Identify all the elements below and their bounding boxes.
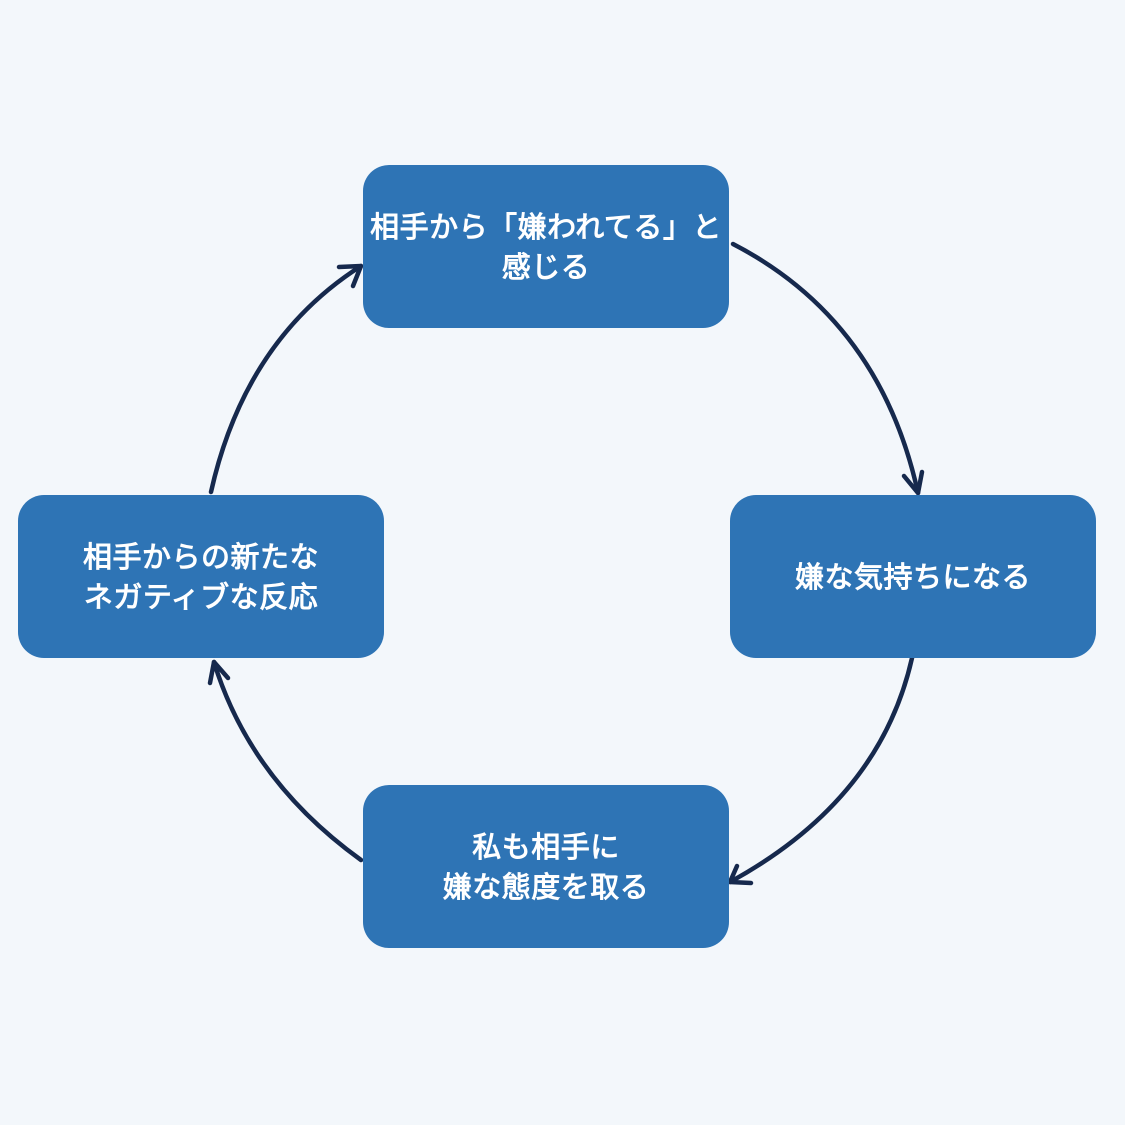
arrow-top-to-right: [730, 241, 921, 496]
cycle-node-bad-attitude: 私も相手に 嫌な態度を取る: [363, 785, 729, 948]
arrowhead-bottom-to-left: [207, 659, 231, 686]
node-label-line: 嫌な態度を取る: [442, 869, 650, 904]
node-label-line: 相手から「嫌われてる」と: [370, 209, 722, 244]
cycle-node-feel-disliked: 相手から「嫌われてる」と 感じる: [363, 165, 729, 328]
node-label-line: 感じる: [501, 249, 591, 284]
arrow-bottom-to-left: [211, 659, 364, 863]
node-label-line: 私も相手に: [472, 829, 620, 864]
arrowhead-top-to-right: [901, 469, 925, 496]
arrow-left-to-top: [208, 263, 364, 495]
node-label-line: 相手からの新たな: [82, 539, 319, 574]
arrow-right-to-bottom: [727, 655, 915, 885]
arrowhead-left-to-top: [336, 263, 364, 289]
cycle-node-bad-feeling: 嫌な気持ちになる: [730, 495, 1096, 658]
node-label-line: 嫌な気持ちになる: [794, 559, 1031, 594]
node-label-line: ネガティブな反応: [83, 579, 319, 614]
cycle-node-negative-reaction: 相手からの新たな ネガティブな反応: [18, 495, 384, 658]
arrowhead-right-to-bottom: [727, 863, 754, 886]
